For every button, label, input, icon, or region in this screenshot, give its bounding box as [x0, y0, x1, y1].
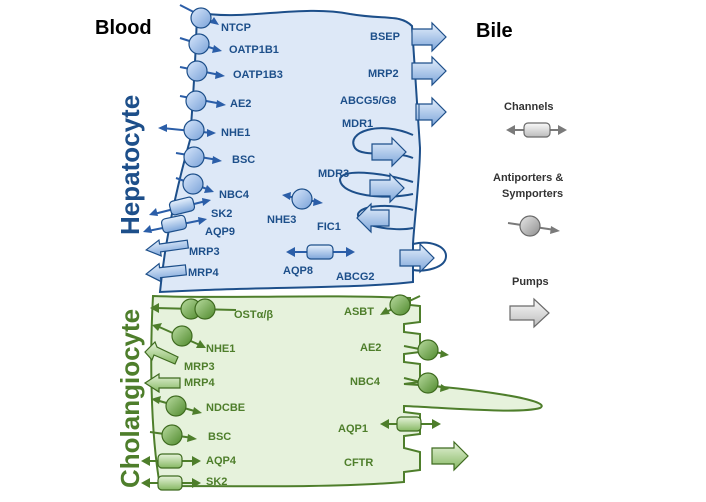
- cftr-pump-icon: [431, 440, 469, 472]
- bile-label: Bile: [476, 20, 513, 42]
- abcg5-g8-label: ABCG5/G8: [340, 95, 396, 107]
- legend-antiporters-label: Antiporters &: [493, 172, 563, 184]
- mdr3-label: MDR3: [318, 168, 349, 180]
- legend-symporters-label: Symporters: [502, 188, 563, 200]
- asbt-label: ASBT: [344, 306, 374, 318]
- chol-mrp3-label: MRP3: [184, 361, 215, 373]
- channel-icon: [506, 122, 567, 138]
- chol-mrp3-pump-icon: [144, 340, 179, 365]
- abcg2-pump-icon: [399, 242, 435, 274]
- chol-sk2-channel-icon: [141, 475, 201, 491]
- abcg5-g8-pump-icon: [415, 96, 447, 128]
- nbc4-symporter-icon: [175, 173, 214, 195]
- aqp1-channel-icon: [380, 416, 441, 432]
- cholangiocyte-title: Cholangiocyte: [115, 309, 145, 488]
- oatp1b3-label: OATP1B3: [233, 69, 283, 81]
- chol-mrp4-label: MRP4: [184, 377, 215, 389]
- aqp8-label: AQP8: [283, 265, 313, 277]
- ntcp-label: NTCP: [221, 22, 251, 34]
- aqp9-channel-icon: [143, 214, 207, 234]
- ae2-label: AE2: [230, 98, 251, 110]
- antiporter-icon: [507, 215, 560, 237]
- chol-sk2-label: SK2: [206, 476, 227, 488]
- chol-ae2-label: AE2: [360, 342, 381, 354]
- pump-icon: [509, 297, 550, 329]
- ost-alpha-beta-label: OSTα/β: [234, 309, 273, 321]
- nhe1-label: NHE1: [221, 127, 250, 139]
- chol-nhe1-antiporter-icon: [152, 323, 206, 348]
- bsc-label: BSC: [232, 154, 255, 166]
- ae2-antiporter-icon: [179, 90, 226, 112]
- ndcbe-label: NDCBE: [206, 402, 245, 414]
- bsep-pump-icon: [411, 21, 447, 53]
- nhe3-label: NHE3: [267, 214, 296, 226]
- mdr3-microvillus: [338, 171, 414, 198]
- fic1-pump-icon: [356, 202, 390, 234]
- fic1-label: FIC1: [317, 221, 341, 233]
- bsep-label: BSEP: [370, 31, 400, 43]
- hepatocyte-cell: [158, 9, 422, 294]
- oatp1b1-antiporter-icon: [179, 33, 222, 55]
- chol-bsc-label: BSC: [208, 431, 231, 443]
- legend-channels-label: Channels: [504, 101, 554, 113]
- chol-bsc-symporter-icon: [149, 424, 197, 446]
- mdr3-pump-icon: [369, 172, 405, 204]
- abcg2-microvillus: [412, 241, 448, 272]
- mrp3-pump-icon: [145, 238, 190, 257]
- sk2-label: SK2: [211, 208, 232, 220]
- ost-alpha-beta-antiporter-icon: [150, 298, 237, 320]
- mrp4-label: MRP4: [188, 267, 219, 279]
- ndcbe-antiporter-icon: [151, 395, 202, 417]
- mrp4-pump-icon: [145, 262, 188, 283]
- asbt-symporter-icon: [380, 294, 421, 316]
- cftr-label: CFTR: [344, 457, 373, 469]
- nhe3-antiporter-icon: [282, 188, 323, 210]
- sk2-channel-icon: [149, 196, 211, 216]
- mrp2-label: MRP2: [368, 68, 399, 80]
- chol-ae2-antiporter-icon: [403, 339, 449, 361]
- chol-mrp4-pump-icon: [143, 372, 181, 394]
- mrp3-label: MRP3: [189, 246, 220, 258]
- bsc-symporter-icon: [175, 146, 222, 168]
- aqp8-channel-icon: [286, 244, 355, 260]
- nhe1-antiporter-icon: [158, 119, 216, 141]
- hepatocyte-title: Hepatocyte: [115, 95, 145, 235]
- ntcp-antiporter-icon: [179, 4, 219, 29]
- aqp9-label: AQP9: [205, 226, 235, 238]
- blood-label: Blood: [95, 17, 152, 39]
- chol-nbc4-symporter-icon: [403, 372, 449, 394]
- fic1-microvillus: [357, 204, 414, 231]
- chol-nbc4-label: NBC4: [350, 376, 381, 388]
- mdr1-label: MDR1: [342, 118, 373, 130]
- abcg2-label: ABCG2: [336, 271, 375, 283]
- oatp1b1-label: OATP1B1: [229, 44, 279, 56]
- mrp2-pump-icon: [411, 55, 447, 87]
- legend-pumps-label: Pumps: [512, 276, 549, 288]
- aqp1-label: AQP1: [338, 423, 368, 435]
- nbc4-label: NBC4: [219, 189, 250, 201]
- mdr1-pump-icon: [371, 136, 407, 168]
- oatp1b3-antiporter-icon: [179, 60, 225, 82]
- aqp4-channel-icon: [141, 453, 201, 469]
- chol-nhe1-label: NHE1: [206, 343, 235, 355]
- aqp4-label: AQP4: [206, 455, 237, 467]
